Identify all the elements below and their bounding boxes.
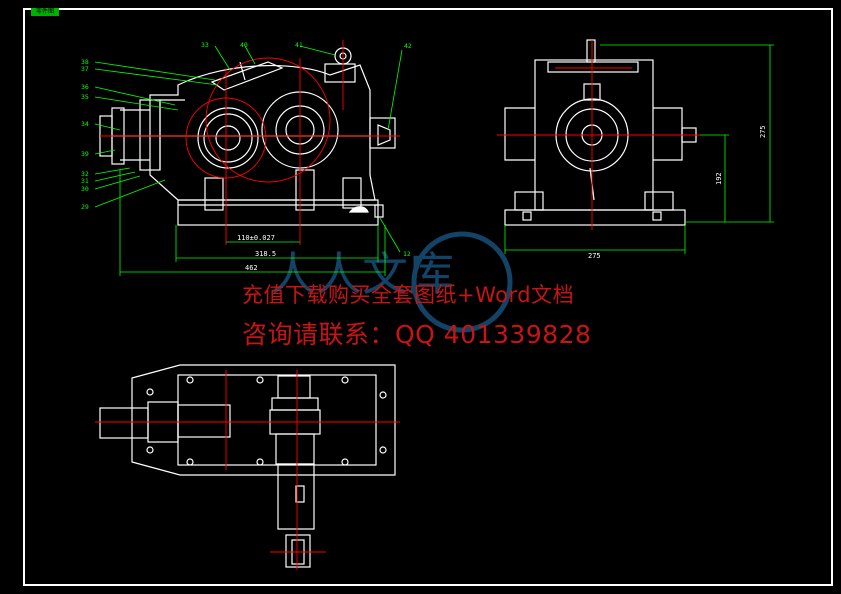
dim-110: 110±0.027 <box>237 234 275 242</box>
side-dims <box>504 44 774 254</box>
front-view <box>99 47 396 226</box>
balloon-37: 37 <box>81 65 89 73</box>
front-dims <box>119 170 386 276</box>
watermark-logo: 人人文库 <box>270 231 513 333</box>
balloon-41: 41 <box>295 41 303 49</box>
balloon-12: 12 <box>403 250 411 258</box>
side-view-red <box>497 40 700 230</box>
dim-462: 462 <box>245 264 258 272</box>
watermark-line-1: 充值下载购买全套图纸+Word文档 <box>242 283 575 307</box>
dim-192: 192 <box>715 172 723 185</box>
top-view-red <box>95 370 400 570</box>
logo-text: 人人文库 <box>270 247 454 301</box>
balloon-29: 29 <box>81 203 89 211</box>
balloon-leaders <box>94 45 403 253</box>
balloon-33: 33 <box>201 41 209 49</box>
balloons: 33 40 41 42 38 37 36 35 34 39 32 31 30 2… <box>81 41 412 258</box>
dim-318: 318.5 <box>255 250 276 258</box>
balloon-39: 39 <box>81 150 89 158</box>
balloon-40: 40 <box>240 41 248 49</box>
top-view <box>99 364 396 568</box>
balloon-32: 32 <box>81 170 89 178</box>
balloon-38: 38 <box>81 58 89 66</box>
balloon-36: 36 <box>81 83 89 91</box>
drawing-border <box>23 8 833 586</box>
front-view-red <box>100 40 400 245</box>
balloon-42: 42 <box>404 42 412 50</box>
dim-275-h: 275 <box>588 252 601 260</box>
balloon-30: 30 <box>81 185 89 193</box>
balloon-35: 35 <box>81 93 89 101</box>
drawing-tag: 零件图 <box>31 8 59 16</box>
balloon-34: 34 <box>81 120 89 128</box>
balloon-31: 31 <box>81 177 89 185</box>
dim-275-v: 275 <box>759 125 767 138</box>
watermark-line-2: 咨询请联系：QQ 401339828 <box>242 320 592 349</box>
